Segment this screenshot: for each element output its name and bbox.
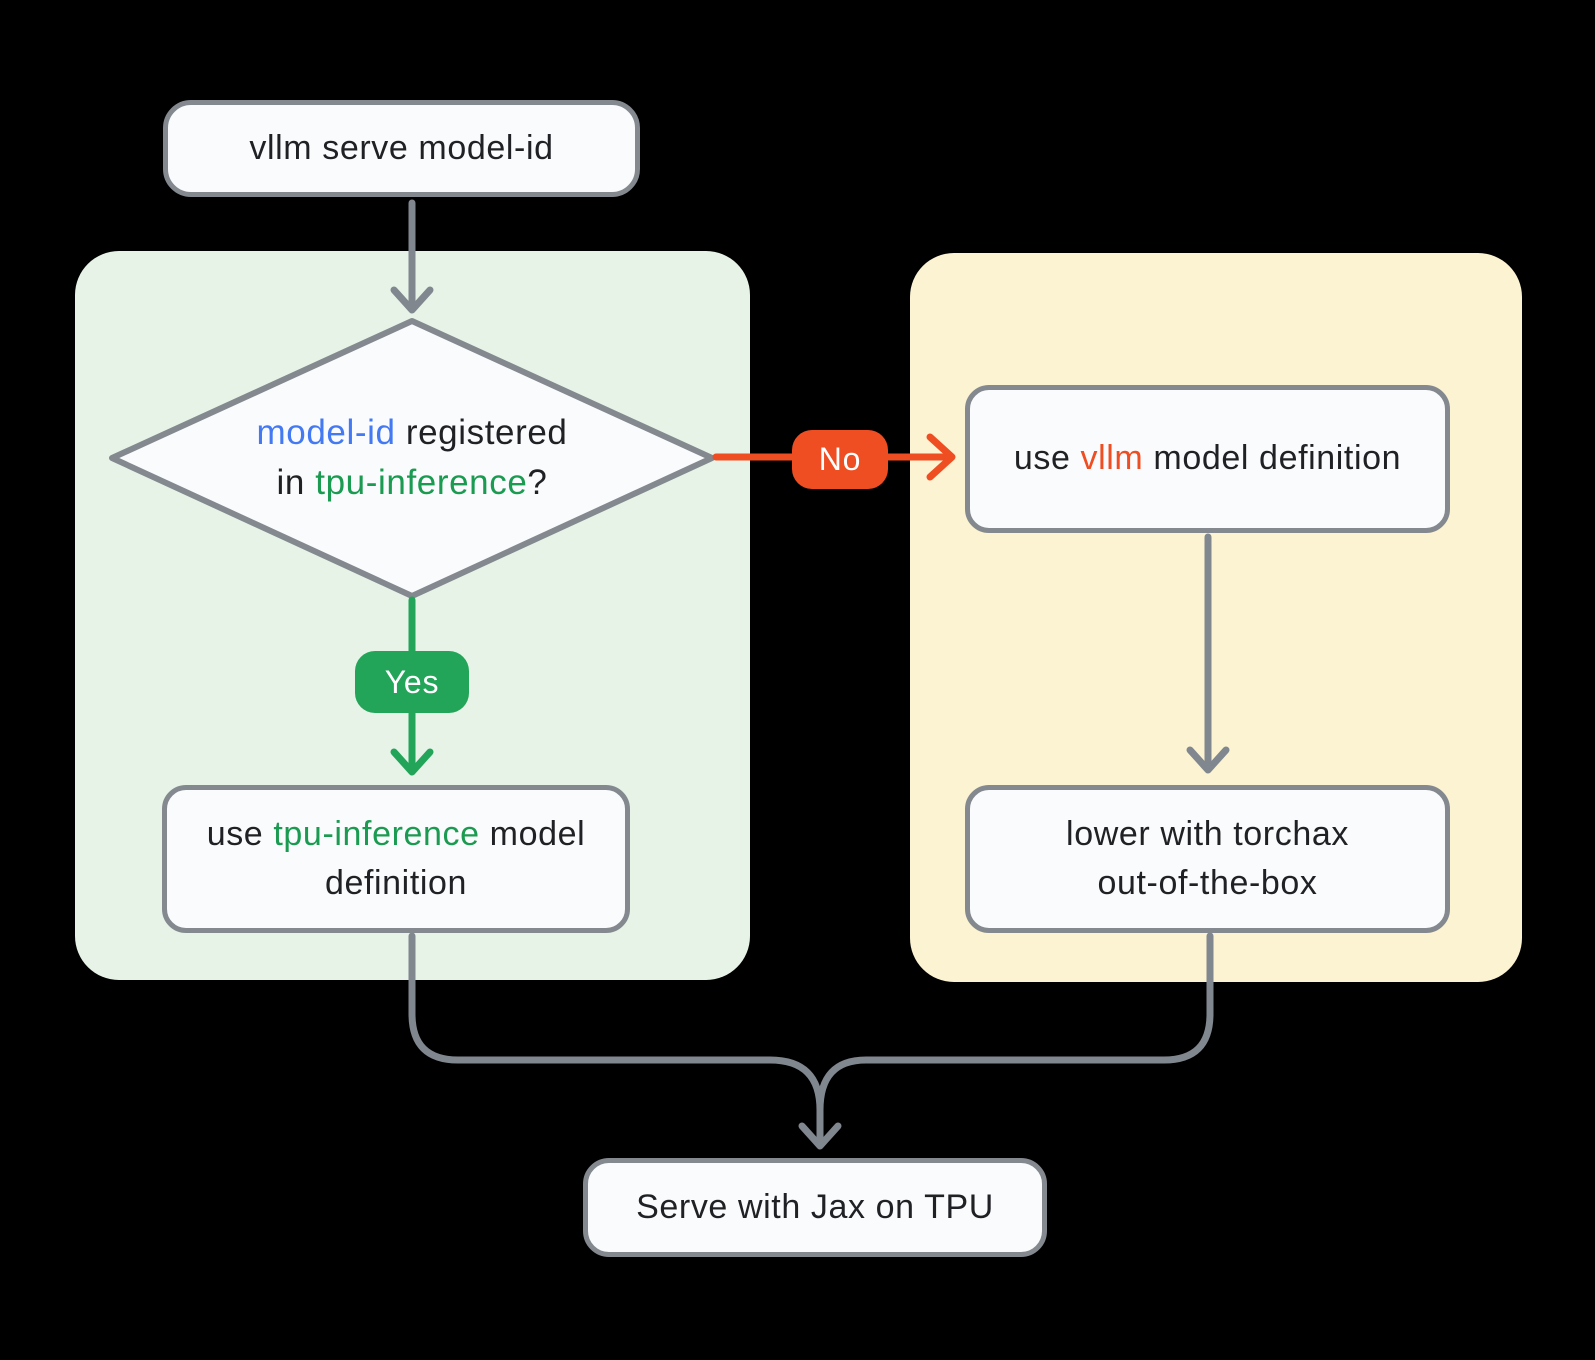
end-node: Serve with Jax on TPU [583,1158,1047,1257]
no-result-vllm-token: vllm [1080,439,1144,478]
no-badge: No [792,430,888,489]
decision-tpu-inference-token: tpu-inference [315,463,528,502]
end-node-label: Serve with Jax on TPU [636,1187,994,1226]
lower-step-node: lower with torchax out-of-the-box [965,785,1450,933]
edge-start-to-decision [390,199,434,314]
start-node-label: vllm serve model-id [249,128,554,167]
edge-merge-left [408,932,824,1114]
yes-badge-label: Yes [384,663,440,700]
no-result-label: use vllm model definition [1013,439,1402,478]
yes-badge: Yes [355,651,469,713]
yes-result-label: use tpu-inference model definition [206,814,586,902]
decision-label: model-id registered in tpu-inference? [112,408,712,508]
lower-step-label: lower with torchax out-of-the-box [1066,814,1349,902]
decision-diamond [109,318,715,599]
yes-result-tpu-inference-token: tpu-inference [273,814,480,853]
start-node: vllm serve model-id [163,100,640,197]
no-badge-label: No [818,441,862,477]
yes-result-node: use tpu-inference model definition [162,785,630,933]
edge-no-result-to-lower [1186,533,1230,774]
decision-line-2: in tpu-inference? [276,463,548,502]
decision-line-1: model-id registered [256,413,568,452]
no-result-node: use vllm model definition [965,385,1450,533]
decision-model-id-token: model-id [256,413,396,452]
edge-merge-right [816,932,1214,1114]
edge-merge-to-end [798,1100,842,1150]
